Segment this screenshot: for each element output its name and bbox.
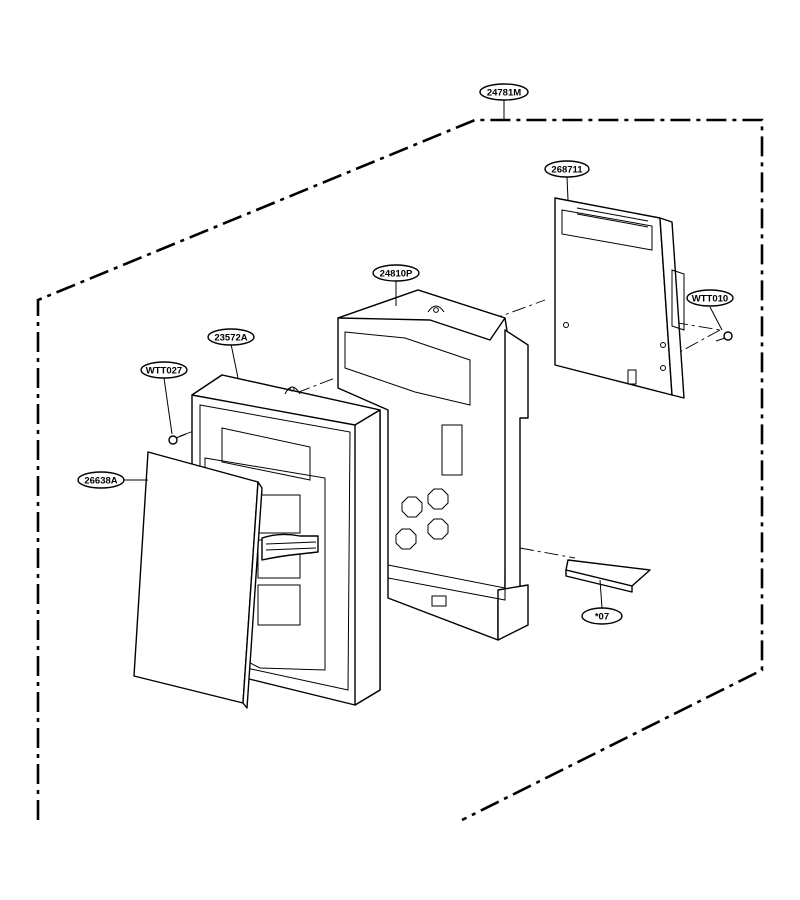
screw-wtt010 [715, 331, 733, 342]
label-24810P: 24810P [372, 264, 420, 282]
label-24781M-text: 24781M [487, 88, 521, 99]
leader-lines [124, 99, 723, 609]
label-26638A-text: 26638A [84, 476, 117, 487]
ribbon-cable [261, 533, 319, 561]
label-268711: 268711 [544, 160, 590, 178]
label-268711-text: 268711 [551, 165, 583, 176]
label-WTT027-text: WTT027 [146, 366, 182, 377]
label-WTT010-text: WTT010 [692, 294, 728, 305]
label-26638A: 26638A [77, 471, 125, 489]
label-07-text: *07 [595, 612, 609, 623]
label-23572A: 23572A [207, 328, 255, 346]
push-button-part [565, 559, 651, 593]
membrane-sheet [133, 451, 263, 709]
label-WTT027: WTT027 [140, 361, 188, 379]
screw-wtt027 [168, 433, 187, 445]
frame-button-sockets [395, 488, 449, 550]
label-07: *07 [581, 607, 623, 625]
label-24810P-text: 24810P [380, 269, 413, 280]
label-WTT010: WTT010 [686, 289, 734, 307]
label-24781M: 24781M [479, 83, 529, 101]
control-frame [337, 289, 529, 641]
assembly-boundary [36, 118, 764, 822]
label-23572A-text: 23572A [214, 333, 247, 344]
pcb-board [554, 197, 685, 399]
